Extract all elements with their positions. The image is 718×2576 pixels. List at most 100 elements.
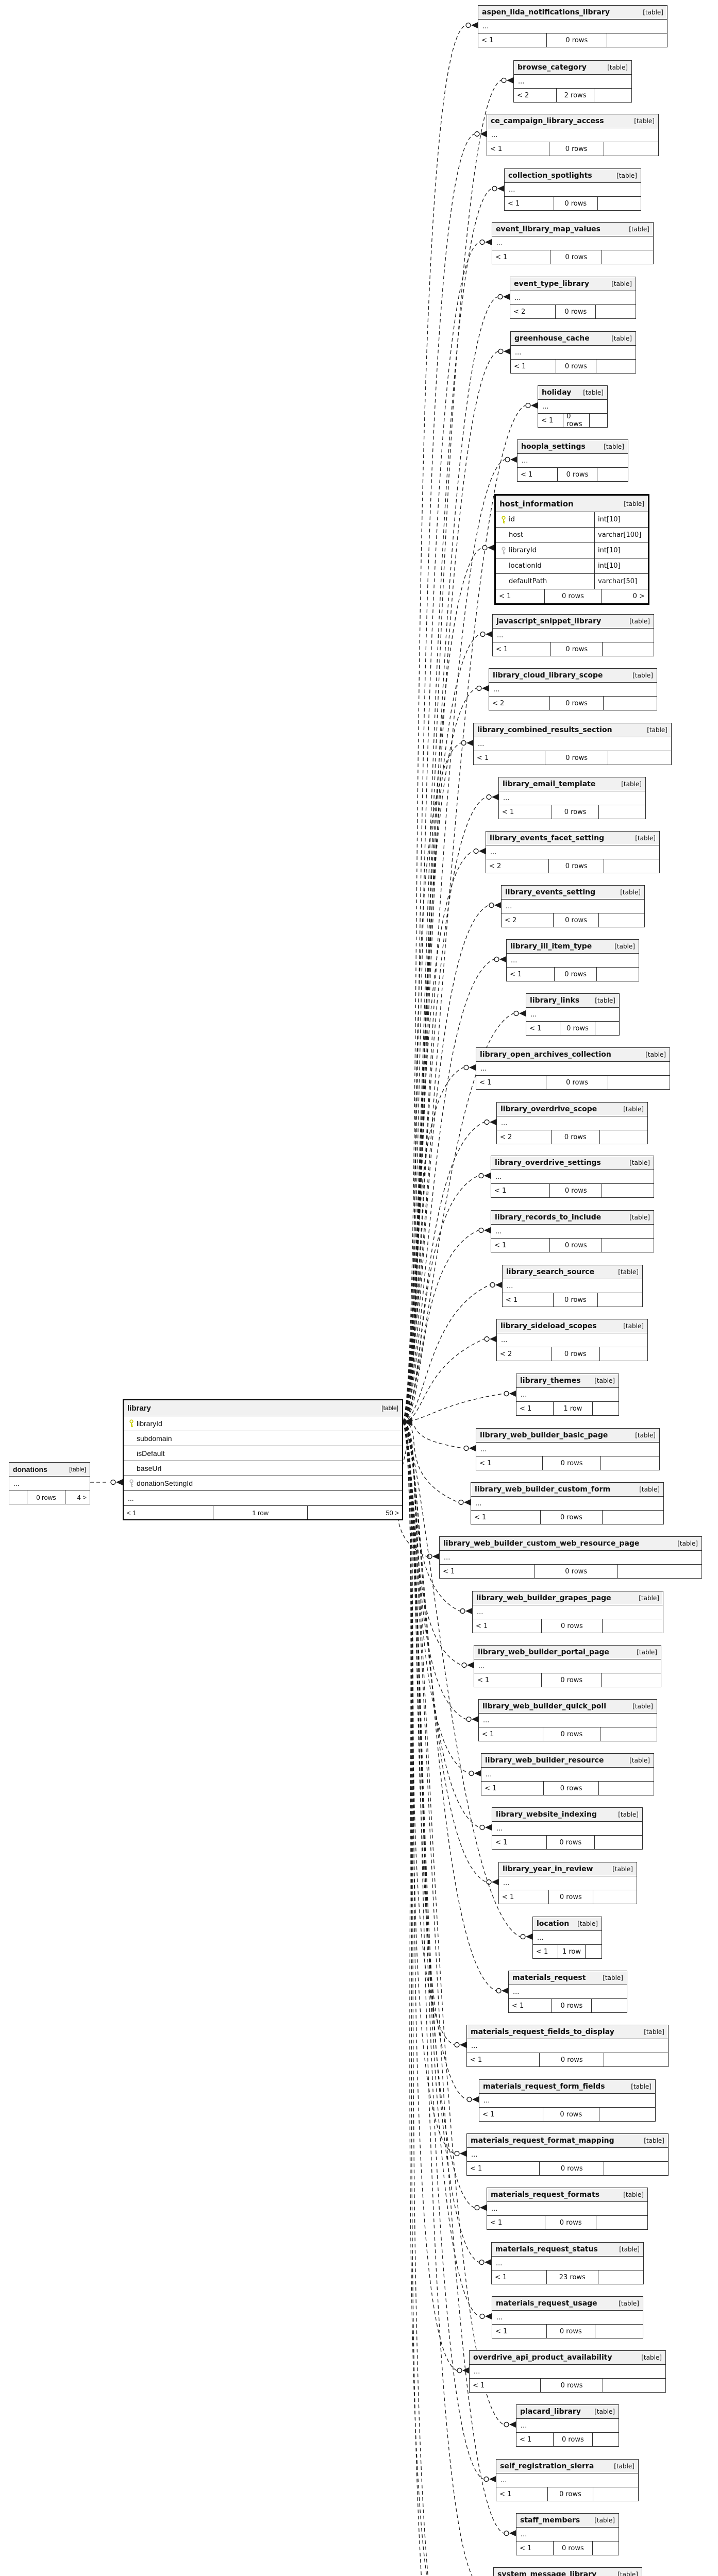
table-overdrive_api_product_availability[interactable]: overdrive_api_product_availability[table… [469, 2350, 666, 2393]
table-header[interactable]: library_web_builder_custom_web_resource_… [440, 1537, 702, 1551]
table-header[interactable]: library_cloud_library_scope[table] [489, 669, 657, 683]
table-library_web_builder_portal_page[interactable]: library_web_builder_portal_page[table]..… [474, 1645, 661, 1687]
table-materials_request_fields_to_display[interactable]: materials_request_fields_to_display[tabl… [466, 2025, 669, 2067]
table-header[interactable]: library_overdrive_scope[table] [497, 1103, 647, 1116]
table-header[interactable]: materials_request_status[table] [492, 2243, 643, 2257]
table-header[interactable]: donations[table] [9, 1463, 90, 1477]
table-header[interactable]: library_year_in_review[table] [499, 1862, 637, 1876]
table-header[interactable]: library_overdrive_settings[table] [491, 1156, 654, 1170]
table-library_web_builder_quick_poll[interactable]: library_web_builder_quick_poll[table]...… [478, 1699, 657, 1741]
table-header[interactable]: library_links[table] [526, 994, 619, 1008]
table-header[interactable]: library_sideload_scopes[table] [497, 1319, 647, 1333]
table-header[interactable]: holiday[table] [538, 386, 607, 400]
table-header[interactable]: library_combined_results_section[table] [474, 723, 671, 737]
table-library_web_builder_custom_web_resource_page[interactable]: library_web_builder_custom_web_resource_… [439, 1536, 702, 1579]
table-header[interactable]: self_registration_sierra[table] [496, 2460, 638, 2473]
table-library_events_facet_setting[interactable]: library_events_facet_setting[table]...< … [486, 831, 660, 873]
table-header[interactable]: materials_request[table] [509, 1971, 627, 1985]
table-header[interactable]: aspen_lida_notifications_library[table] [478, 6, 667, 20]
table-header[interactable]: library_web_builder_resource[table] [481, 1754, 654, 1768]
table-header[interactable]: library_web_builder_grapes_page[table] [473, 1591, 663, 1605]
table-header[interactable]: library_themes[table] [516, 1374, 619, 1388]
table-header[interactable]: location[table] [533, 1917, 602, 1931]
table-header[interactable]: library_events_setting[table] [502, 886, 644, 900]
table-header[interactable]: staff_members[table] [516, 2514, 619, 2528]
table-header[interactable]: event_library_map_values[table] [492, 223, 653, 236]
table-header[interactable]: materials_request_format_mapping[table] [467, 2134, 668, 2148]
table-header[interactable]: library_records_to_include[table] [491, 1211, 654, 1225]
footer-row-count: 0 rows [539, 2053, 604, 2066]
table-header[interactable]: library_web_builder_quick_poll[table] [479, 1700, 657, 1714]
footer-row-count: 0 rows [543, 1727, 599, 1741]
table-header[interactable]: event_type_library[table] [510, 277, 636, 291]
table-header[interactable]: browse_category[table] [514, 61, 631, 75]
table-library_combined_results_section[interactable]: library_combined_results_section[table].… [473, 723, 672, 765]
table-header[interactable]: library_email_template[table] [499, 777, 645, 791]
table-header[interactable]: host_information[table] [496, 496, 648, 512]
table-header[interactable]: javascript_snippet_library[table] [493, 615, 654, 629]
table-library_web_builder_basic_page[interactable]: library_web_builder_basic_page[table]...… [476, 1428, 660, 1470]
table-header[interactable]: system_message_library[table] [494, 2568, 642, 2576]
table-materials_request_form_fields[interactable]: materials_request_form_fields[table]...<… [479, 2079, 656, 2122]
table-library_web_builder_resource[interactable]: library_web_builder_resource[table]...< … [481, 1753, 654, 1795]
table-header[interactable]: greenhouse_cache[table] [511, 332, 636, 346]
table-header[interactable]: library_web_builder_portal_page[table] [474, 1646, 661, 1659]
table-header[interactable]: materials_request_form_fields[table] [479, 2080, 655, 2094]
table-header[interactable]: library_website_indexing[table] [492, 1808, 642, 1822]
table-header[interactable]: library[table] [124, 1400, 402, 1416]
table-header[interactable]: materials_request_formats[table] [487, 2188, 647, 2202]
table-aspen_lida_notifications_library[interactable]: aspen_lida_notifications_library[table].… [478, 5, 667, 47]
table-header[interactable]: overdrive_api_product_availability[table… [470, 2351, 665, 2365]
table-header[interactable]: collection_spotlights[table] [505, 169, 641, 183]
table-header[interactable]: materials_request_fields_to_display[tabl… [467, 2025, 668, 2039]
table-library_cloud_library_scope[interactable]: library_cloud_library_scope[table]...< 2… [489, 668, 657, 710]
table-header[interactable]: library_open_archives_collection[table] [476, 1048, 670, 1062]
table-header[interactable]: library_events_facet_setting[table] [486, 832, 659, 845]
table-header[interactable]: library_search_source[table] [503, 1265, 642, 1279]
table-materials_request_format_mapping[interactable]: materials_request_format_mapping[table].… [466, 2133, 669, 2176]
table-header[interactable]: placard_library[table] [516, 2405, 619, 2419]
table-system_message_library[interactable]: system_message_library[table]...< 10 row… [493, 2567, 642, 2576]
table-header[interactable]: library_web_builder_basic_page[table] [476, 1429, 659, 1443]
table-header[interactable]: library_ill_item_type[table] [507, 940, 639, 954]
table-header[interactable]: materials_request_usage[table] [492, 2297, 643, 2311]
table-header[interactable]: ce_campaign_library_access[table] [487, 114, 658, 128]
table-library_web_builder_grapes_page[interactable]: library_web_builder_grapes_page[table]..… [472, 1591, 663, 1633]
table-library_open_archives_collection[interactable]: library_open_archives_collection[table].… [476, 1047, 670, 1090]
table-header[interactable]: library_web_builder_custom_form[table] [471, 1483, 663, 1497]
table-header[interactable]: hoopla_settings[table] [517, 440, 628, 454]
table-library_web_builder_custom_form[interactable]: library_web_builder_custom_form[table]..… [471, 1482, 664, 1524]
